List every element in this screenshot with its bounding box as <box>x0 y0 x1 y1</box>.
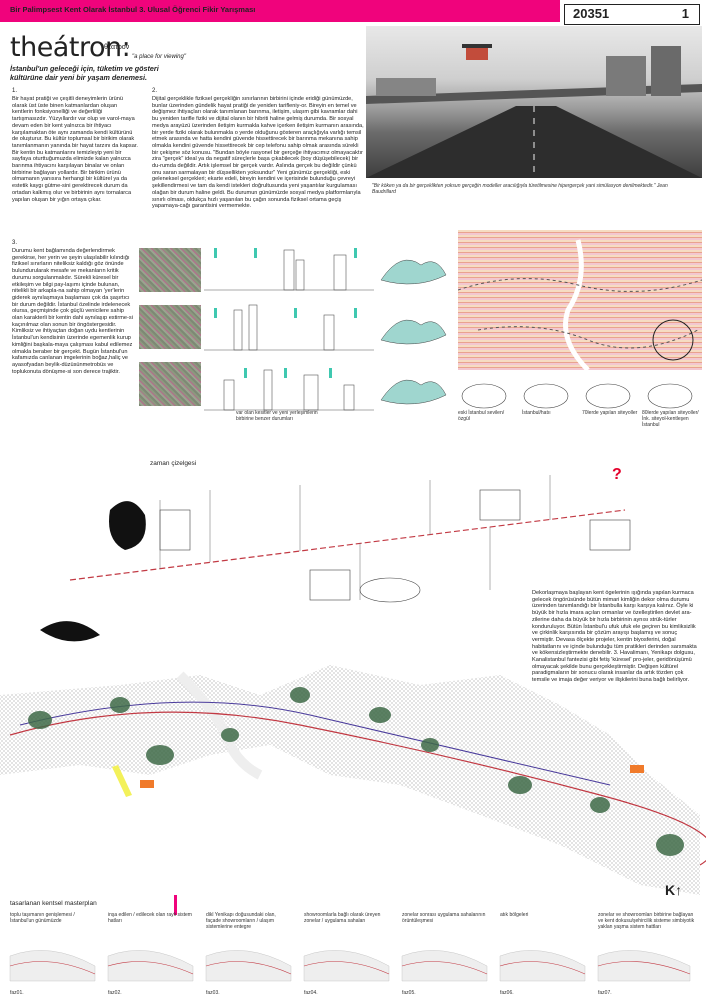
timeline-title: zaman çizelgesi <box>150 460 197 467</box>
phase-5-desc: zonelar sonrası uygulama sahalarının örü… <box>402 912 486 924</box>
urban-thumbs: eski İstanbul sevilen/özgül İstanbul/hat… <box>456 376 702 428</box>
entry-id: 20351 <box>573 6 610 21</box>
phase-4-desc: showroomlarla bağlı olarak üreyen zonela… <box>304 912 381 924</box>
phase-3-label: faz03. <box>206 990 220 996</box>
phase-4-label: faz04. <box>304 990 318 996</box>
hero-photo <box>366 26 702 178</box>
satellite-image-2 <box>139 305 201 349</box>
project-subtitle: İstanbul'un geleceği için, tüketim ve gö… <box>10 64 159 82</box>
greek-word: θέατρον <box>104 44 130 51</box>
phase-1-label: faz01. <box>10 990 24 996</box>
section-4-text: Dekorlaşmaya başlayan kent ögelerinin ış… <box>532 590 697 684</box>
competition-title: Bir Palimpsest Kent Olarak İstanbul 3. U… <box>10 5 256 14</box>
section-1-number: 1. <box>12 88 18 94</box>
masterplan-marker <box>174 895 177 915</box>
phase-6-label: faz06. <box>500 990 514 996</box>
phase-2-label: faz02. <box>108 990 122 996</box>
timeline-question: ? <box>612 466 622 483</box>
page-number: 1 <box>681 6 689 21</box>
project-title: theátron: <box>10 32 131 63</box>
timeline-drawing <box>40 475 631 642</box>
thumb-caption-2: İstanbul/hatıı <box>522 410 551 416</box>
sections-caption: var olan kesitler ve yeni yerleşimlerin … <box>236 410 318 422</box>
thumb-caption-3: 70lerde yapılan siteyoller <box>582 410 638 416</box>
satellite-image-1 <box>139 248 201 292</box>
urban-growth-map <box>458 230 702 370</box>
phase-6-desc: atık bölgeleri <box>500 912 529 918</box>
phase-1-desc: toplu taşımanın genişlemesi / İstanbul'u… <box>10 912 75 924</box>
phase-3-desc: dikl Yenikapı doğusundaki olan, façade s… <box>206 912 276 930</box>
section-2-text: Dijital gerçeklikle fiziksel gerçekliğin… <box>152 96 364 210</box>
entry-id-box: 20351 1 <box>564 4 700 25</box>
phase-2-desc: inşa edilen / edilecek olan raylı sistem… <box>108 912 192 924</box>
greek-gloss: "a place for viewing" <box>132 54 186 60</box>
phase-7-label: faz07. <box>598 990 612 996</box>
phase-7-desc: zonelar ve showroomları birbirine bağlay… <box>598 912 695 930</box>
istanbul-map <box>0 635 706 905</box>
header-bar: Bir Palimpsest Kent Olarak İstanbul 3. U… <box>0 0 560 22</box>
thumb-caption-1: eski İstanbul sevilen/özgül <box>458 410 505 422</box>
phase-5-label: faz05. <box>402 990 416 996</box>
section-3-number: 3. <box>12 240 18 246</box>
section-2-number: 2. <box>152 88 158 94</box>
section-1-text: Bir hayat pratiği ve çeşitli deneyimleri… <box>12 96 138 203</box>
north-arrow: K↑ <box>665 882 683 898</box>
baudrillard-quote: "Bir köken ya da bir gerçeklikten yoksun… <box>372 183 668 195</box>
city-sections <box>204 248 374 411</box>
wave-islands <box>380 259 447 405</box>
section-3-text: Durumu kent bağlamında değerlendirmek ge… <box>12 248 133 375</box>
masterplan-phases: toplu taşımanın genişlemesi / İstanbul'u… <box>0 912 706 1000</box>
thumb-caption-4: 80lerde yapılan siteyoller/İnk. siteyol-… <box>642 410 699 428</box>
satellite-image-3 <box>139 362 201 406</box>
masterplan-title: tasarlanan kentsel masterplan <box>10 900 97 907</box>
